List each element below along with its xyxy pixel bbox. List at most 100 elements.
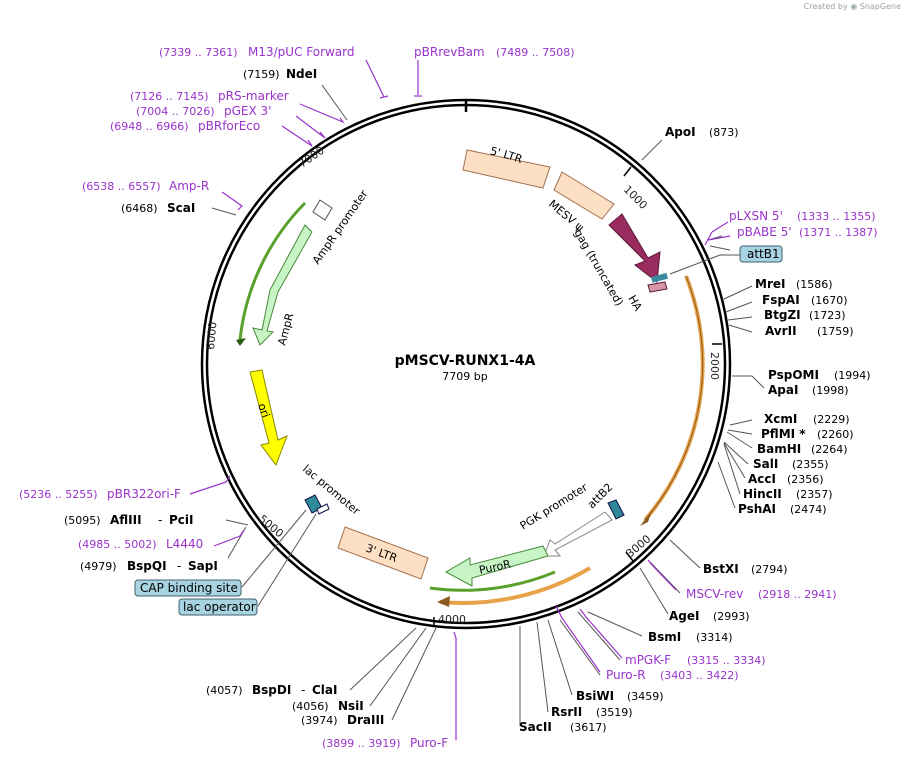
connector-lines-left: [211, 84, 437, 721]
primer-prs: pRS-marker: [218, 89, 289, 103]
site-sali-pos: (2355): [792, 458, 829, 471]
site-scai-pos: (6468): [121, 202, 158, 215]
site-bamhi-pos: (2264): [811, 443, 848, 456]
site-bspqi-pos: (4979): [80, 560, 117, 573]
site-pshai: PshAI: [738, 502, 776, 516]
feature-gag-label: gag (truncated): [571, 227, 625, 308]
feature-lac-promoter-label: lac promoter: [300, 462, 363, 518]
primer-pbrrevbam-range: (7489 .. 7508): [496, 46, 575, 59]
box-lac-operator: [178, 598, 258, 616]
primer-pgex-range: (7004 .. 7026): [136, 105, 215, 118]
primer-plxsn-range: (1333 .. 1355): [797, 210, 876, 223]
site-pspomi-pos: (1994): [834, 369, 871, 382]
site-sali: SalI: [753, 457, 778, 471]
site-rsrii: RsrII: [551, 705, 582, 719]
tick-6000: 6000: [204, 321, 219, 350]
primer-puro-r-range: (3403 .. 3422): [660, 669, 739, 682]
credit-text: Created by: [803, 2, 848, 11]
site-mrei-pos: (1586): [796, 278, 833, 291]
plasmid-name: pMSCV-RUNX1-4A: [395, 353, 536, 369]
site-pflmi: PflMI *: [761, 427, 806, 441]
primer-amp-r: Amp-R: [169, 179, 209, 193]
site-afliii-pos: (5095): [64, 514, 101, 527]
tick-4000: 4000: [438, 613, 466, 626]
site-ndei: NdeI: [286, 67, 317, 81]
orf-runx1-arc-core: [644, 275, 704, 521]
site-btgzi-pos: (1723): [809, 309, 846, 322]
primer-markers-right: [555, 221, 731, 673]
site-sacii-pos: (3617): [570, 721, 607, 734]
feature-ha: HA: [625, 272, 669, 314]
site-nsii: NsiI: [338, 699, 364, 713]
primer-mscv-rev: MSCV-rev: [686, 587, 743, 601]
box-cap-binding: [134, 579, 242, 597]
site-sacii: SacII: [519, 720, 552, 734]
site-clai: ClaI: [312, 683, 337, 697]
primer-m13: M13/pUC Forward: [248, 45, 355, 59]
primer-pbrrevbam: pBRrevBam: [414, 45, 485, 59]
site-sapi: SapI: [188, 559, 218, 573]
snapgene-logo-icon: ◉: [850, 2, 858, 11]
box-lac-operator-label: lac operator: [183, 600, 256, 614]
site-nsii-pos: (4056): [292, 700, 329, 713]
site-bsiwi-pos: (3459): [627, 690, 664, 703]
orf-puro-green: [429, 570, 556, 592]
feature-lac-promoter: lac promoter: [300, 462, 363, 518]
feature-ori-label: ori: [255, 402, 272, 420]
primer-mpgk-f-range: (3315 .. 3334): [687, 654, 766, 667]
site-bspqi-dash: -: [177, 559, 181, 573]
site-bstxi: BstXI: [703, 562, 739, 576]
site-xcmi: XcmI: [764, 412, 797, 426]
box-cap-binding-label: CAP binding site: [140, 581, 238, 595]
primer-pbabe-range: (1371 .. 1387): [799, 226, 878, 239]
primer-puro-f: Puro-F: [410, 736, 448, 750]
site-bsmi-pos: (3314): [696, 631, 733, 644]
primer-plxsn: pLXSN 5': [729, 209, 783, 223]
site-draiii: DraIII: [347, 713, 384, 727]
credit: Created by ◉ SnapGene: [804, 2, 901, 11]
site-ndei-pos: (7159): [243, 68, 280, 81]
feature-ha-label: HA: [625, 293, 644, 314]
primer-markers-left: [189, 59, 457, 740]
site-scai: ScaI: [167, 201, 195, 215]
site-apoi: ApoI: [665, 125, 696, 139]
primer-l4440: L4440: [166, 537, 203, 551]
site-bspqi: BspQI: [127, 559, 167, 573]
primer-l4440-range: (4985 .. 5002): [78, 538, 157, 551]
feature-3ltr: 3' LTR: [337, 526, 429, 580]
tick-2000: 2000: [708, 352, 721, 380]
feature-msev: MESV ψ: [546, 171, 615, 234]
site-bsiwi: BsiWI: [576, 689, 614, 703]
primer-puro-f-range: (3899 .. 3919): [322, 737, 401, 750]
site-apai: ApaI: [768, 383, 798, 397]
site-hincii-pos: (2357): [796, 488, 833, 501]
box-attb1-label: attB1: [747, 247, 780, 261]
box-attb1: [739, 245, 783, 263]
feature-ampr-promoter: AmpR promoter: [310, 187, 371, 266]
site-afliii: AflIII: [110, 513, 142, 527]
feature-ori: ori: [249, 369, 288, 467]
orf-runx1-arrowhead: [640, 510, 652, 526]
orf-puro-orange-arrowhead: [437, 596, 450, 607]
plasmid-size: 7709 bp: [442, 370, 487, 383]
feature-gag: gag (truncated): [571, 213, 661, 308]
site-fspai: FspAI: [762, 293, 800, 307]
primer-pbabe: pBABE 5': [737, 225, 792, 239]
feature-ampr-label: AmpR: [275, 311, 296, 346]
tick-1000: 1000: [621, 183, 650, 212]
site-rsrii-pos: (3519): [596, 706, 633, 719]
site-apai-pos: (1998): [812, 384, 849, 397]
site-acci-pos: (2356): [787, 473, 824, 486]
primer-prs-range: (7126 .. 7145): [130, 90, 209, 103]
primer-puro-r: Puro-R: [606, 668, 646, 682]
site-agei-pos: (2993): [713, 610, 750, 623]
site-pspomi: PspOMI: [768, 368, 819, 382]
labels-right: ApoI (873) pLXSN 5' (1333 .. 1355) pBABE…: [519, 125, 878, 734]
orf-runx1-arc: [643, 275, 705, 522]
site-bspdi: BspDI: [252, 683, 291, 697]
site-bamhi: BamHI: [757, 442, 801, 456]
site-btgzi: BtgZI: [764, 308, 801, 322]
feature-ampr-promoter-label: AmpR promoter: [310, 187, 371, 266]
